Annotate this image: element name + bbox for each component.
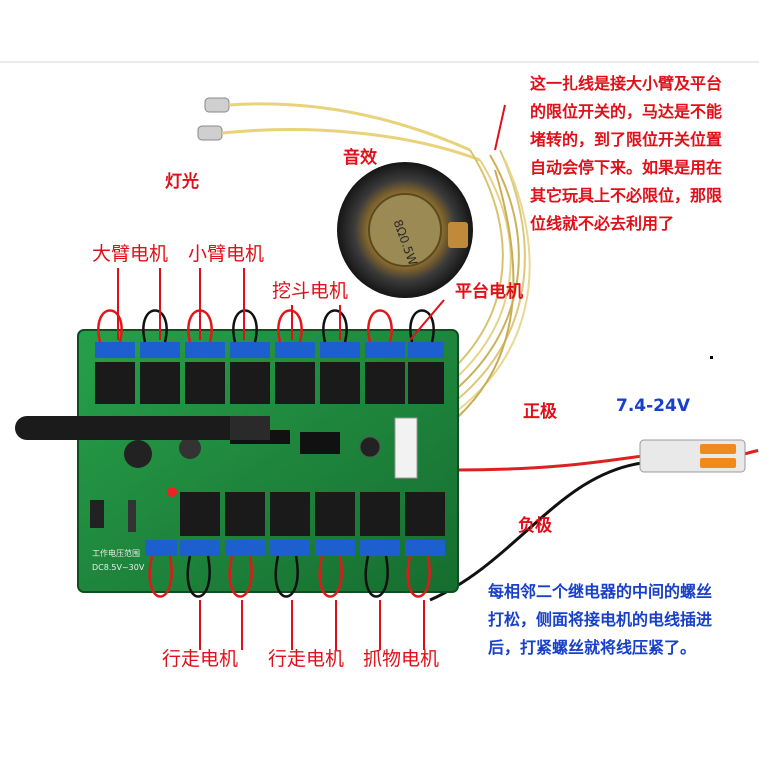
red-led [167, 487, 177, 497]
speaker-icon: 8Ω0.5W [337, 162, 473, 298]
chip [300, 432, 340, 454]
voltage-label: 7.4-24V [616, 396, 690, 416]
dot [710, 356, 713, 359]
big-arm-motor-label: 大臂电机 [92, 243, 169, 265]
travel-motor-1-label: 行走电机 [162, 648, 239, 670]
platform-motor-label: 平台电机 [455, 282, 523, 302]
wago-connector-icon [639, 439, 746, 473]
wiring-note: 每相邻二个继电器的中间的螺丝 打松，侧面将接电机的电线插进 后，打紧螺丝就将线压… [488, 582, 713, 657]
relay-row-top [95, 362, 444, 404]
grab-motor-label: 抓物电机 [363, 648, 440, 670]
negative-label: 负极 [518, 516, 552, 536]
board-voltage-text: DC8.5V~30V [92, 563, 145, 572]
bottom-motor-wires [148, 555, 431, 598]
annotation-arrows [117, 104, 506, 650]
pin-header [394, 417, 418, 479]
light-label: 灯光 [165, 172, 199, 192]
terminal-row-top [95, 342, 444, 358]
bucket-motor-label: 挖斗电机 [272, 280, 349, 302]
relay-row-bottom [180, 492, 445, 536]
diode [128, 500, 136, 532]
sound-label: 音效 [343, 148, 377, 168]
inductor [124, 440, 152, 468]
top-motor-wires [97, 309, 435, 343]
board-side-text: 工作电压范围 [92, 548, 140, 558]
positive-wire [454, 453, 651, 472]
terminal-row-bottom [145, 540, 445, 556]
buzzer [359, 436, 381, 458]
negative-wire [429, 460, 651, 602]
switch [90, 500, 104, 528]
pcb-board: 工作电压范围 DC8.5V~30V [77, 329, 459, 593]
antenna-icon [15, 416, 270, 440]
positive-label: 正极 [523, 402, 557, 422]
capacitor [179, 437, 201, 459]
limit-switch-note: 这一扎线是接大小臂及平台 的限位开关的，马达是不能 堵转的，到了限位开关位置 自… [530, 74, 723, 233]
led-light-icon [197, 97, 481, 162]
travel-motor-2-label: 行走电机 [268, 648, 345, 670]
small-arm-motor-label: 小臂电机 [188, 243, 265, 265]
